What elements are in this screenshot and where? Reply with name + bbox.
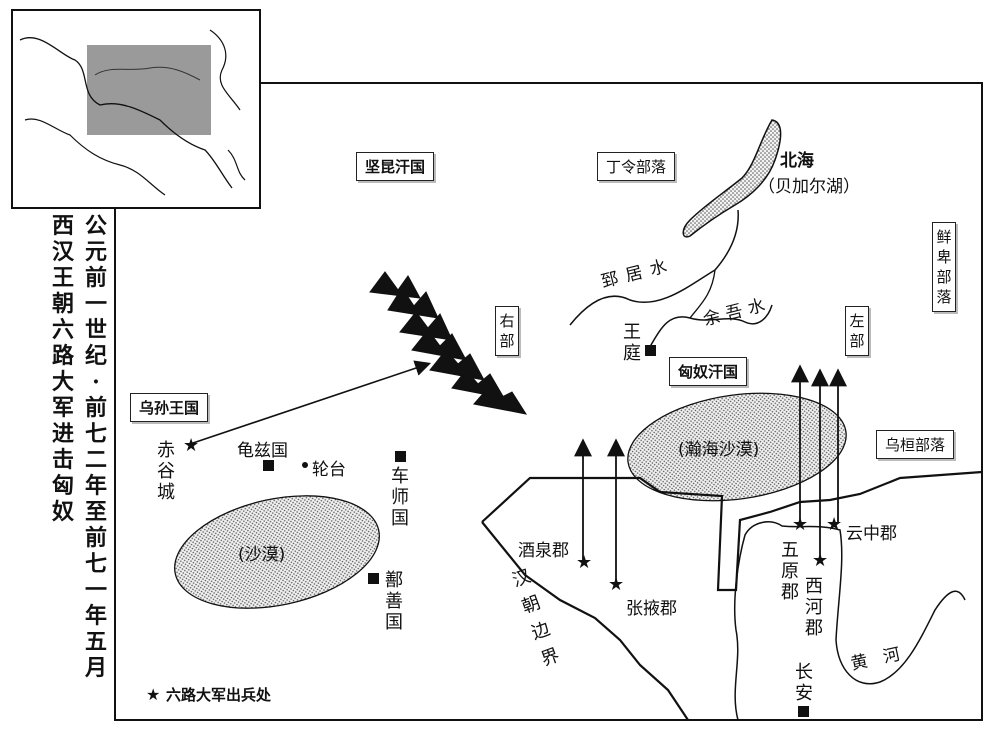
- yuwu-river: [647, 304, 773, 351]
- title-col-2: 西汉王朝六路大军进击匈奴: [51, 213, 74, 525]
- yellow-river: [733, 521, 966, 721]
- label-xiongnu: 匈奴汗国: [669, 357, 748, 386]
- attack-arrows: [574, 364, 847, 582]
- zhiju-river: [569, 209, 739, 326]
- label-youbu: 右部: [495, 306, 519, 356]
- han-border-line: [481, 470, 983, 592]
- legend-text: 六路大军出兵处: [166, 686, 272, 704]
- label-xianbei: 鲜卑部落: [932, 222, 956, 312]
- label-wuhuan: 乌桓部落: [876, 430, 955, 459]
- label-wangting: 王庭: [623, 322, 641, 364]
- label-wuyuan: 五原郡: [781, 540, 799, 603]
- marker-cheshi: [395, 451, 406, 462]
- label-zhangye: 张掖郡: [626, 599, 677, 619]
- label-beihai: 北海: [780, 151, 814, 171]
- route-chigu: [189, 360, 432, 445]
- star-yunzhong: ★: [826, 514, 842, 535]
- label-jiuquan: 酒泉郡: [518, 541, 569, 561]
- marker-shanshan: [368, 573, 379, 584]
- label-dingling: 丁令部落: [597, 152, 676, 181]
- inset-highlight: [87, 45, 211, 135]
- inset-map: [11, 9, 261, 209]
- label-zuobu: 左部: [845, 306, 869, 356]
- marker-qiuci: [263, 460, 274, 471]
- label-luntai: 轮台: [312, 460, 346, 480]
- label-jiankun: 坚昆汗国: [356, 152, 435, 181]
- label-qiuci: 龟兹国: [237, 441, 288, 461]
- star-jiuquan: ★: [576, 552, 592, 573]
- star-zhangye: ★: [608, 574, 624, 595]
- place-markers: [263, 345, 809, 717]
- army-stars: ★ ★ ★ ★ ★ ★ ★: [146, 435, 842, 704]
- label-shanshan: 鄯善国: [385, 570, 403, 633]
- legend-star-icon: ★: [146, 685, 160, 704]
- label-baikal: （贝加尔湖）: [758, 177, 860, 197]
- mountain-range: [369, 271, 528, 415]
- marker-wangting: [645, 345, 656, 356]
- label-yunzhong: 云中郡: [846, 524, 897, 544]
- label-xihe: 西河郡: [805, 576, 823, 639]
- label-wusun: 乌孙王国: [130, 393, 209, 422]
- star-chigu: ★: [183, 435, 199, 456]
- star-xihe: ★: [812, 550, 828, 571]
- desert-hanhai: [627, 392, 847, 502]
- label-shamo: (沙漠): [238, 545, 286, 565]
- label-chigu: 赤谷城: [157, 440, 175, 503]
- label-changan: 长安: [795, 662, 813, 704]
- star-wuyuan: ★: [792, 514, 808, 535]
- lake-baikal: [682, 119, 782, 238]
- label-hanhai: (瀚海沙漠): [678, 440, 760, 460]
- marker-luntai: [302, 462, 308, 468]
- map-frame: [114, 82, 983, 721]
- desert-shamo: [174, 495, 380, 609]
- yuwu-branch: [689, 269, 716, 319]
- marker-changan: [798, 706, 809, 717]
- title-col-1: 公元前一世纪·前七二年至前七一年五月: [84, 213, 107, 681]
- label-cheshi: 车师国: [391, 466, 409, 529]
- han-border-west: [481, 521, 689, 721]
